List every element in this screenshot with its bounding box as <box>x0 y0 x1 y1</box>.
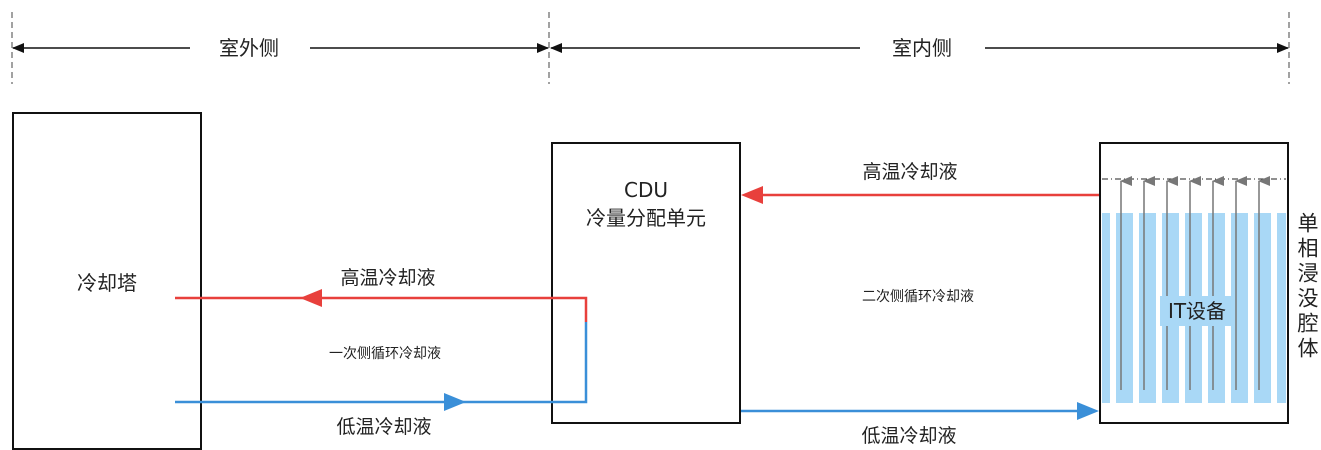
tank-outline <box>1099 142 1289 424</box>
heat-rise-arrows <box>1120 176 1270 390</box>
indoor-zone-label: 室内侧 <box>892 36 952 60</box>
primary-loop-label: 一次侧循环冷却液 <box>329 346 441 362</box>
secondary-hot-arrowhead <box>741 186 763 204</box>
outdoor-zone-label: 室外侧 <box>219 36 279 60</box>
primary-hot-arrowhead <box>300 289 322 307</box>
it-equipment-label: IT设备 <box>1168 299 1226 323</box>
cooling-tower-label: 冷却塔 <box>77 271 137 295</box>
primary-hot-pipe <box>175 296 588 322</box>
immersion-tank: IT设备 <box>1099 142 1289 424</box>
primary-cold-pipe <box>175 322 588 404</box>
secondary-cold-label: 低温冷却液 <box>861 425 956 447</box>
primary-cold-arrowhead <box>444 393 466 411</box>
cdu-label-line2: 冷量分配单元 <box>586 206 706 230</box>
cdu-box <box>551 142 741 424</box>
tank-label: 单相浸没腔体 <box>1295 212 1319 362</box>
cdu-label-line1: CDU <box>624 178 668 202</box>
secondary-loop-label: 二次侧循环冷却液 <box>862 289 974 305</box>
primary-hot-label: 高温冷却液 <box>340 267 435 289</box>
it-label-bg <box>1160 296 1234 326</box>
secondary-hot-label: 高温冷却液 <box>862 161 957 183</box>
cooling-tower-box <box>12 112 202 450</box>
primary-cold-label: 低温冷却液 <box>336 416 431 438</box>
secondary-cold-arrowhead <box>1077 402 1099 420</box>
